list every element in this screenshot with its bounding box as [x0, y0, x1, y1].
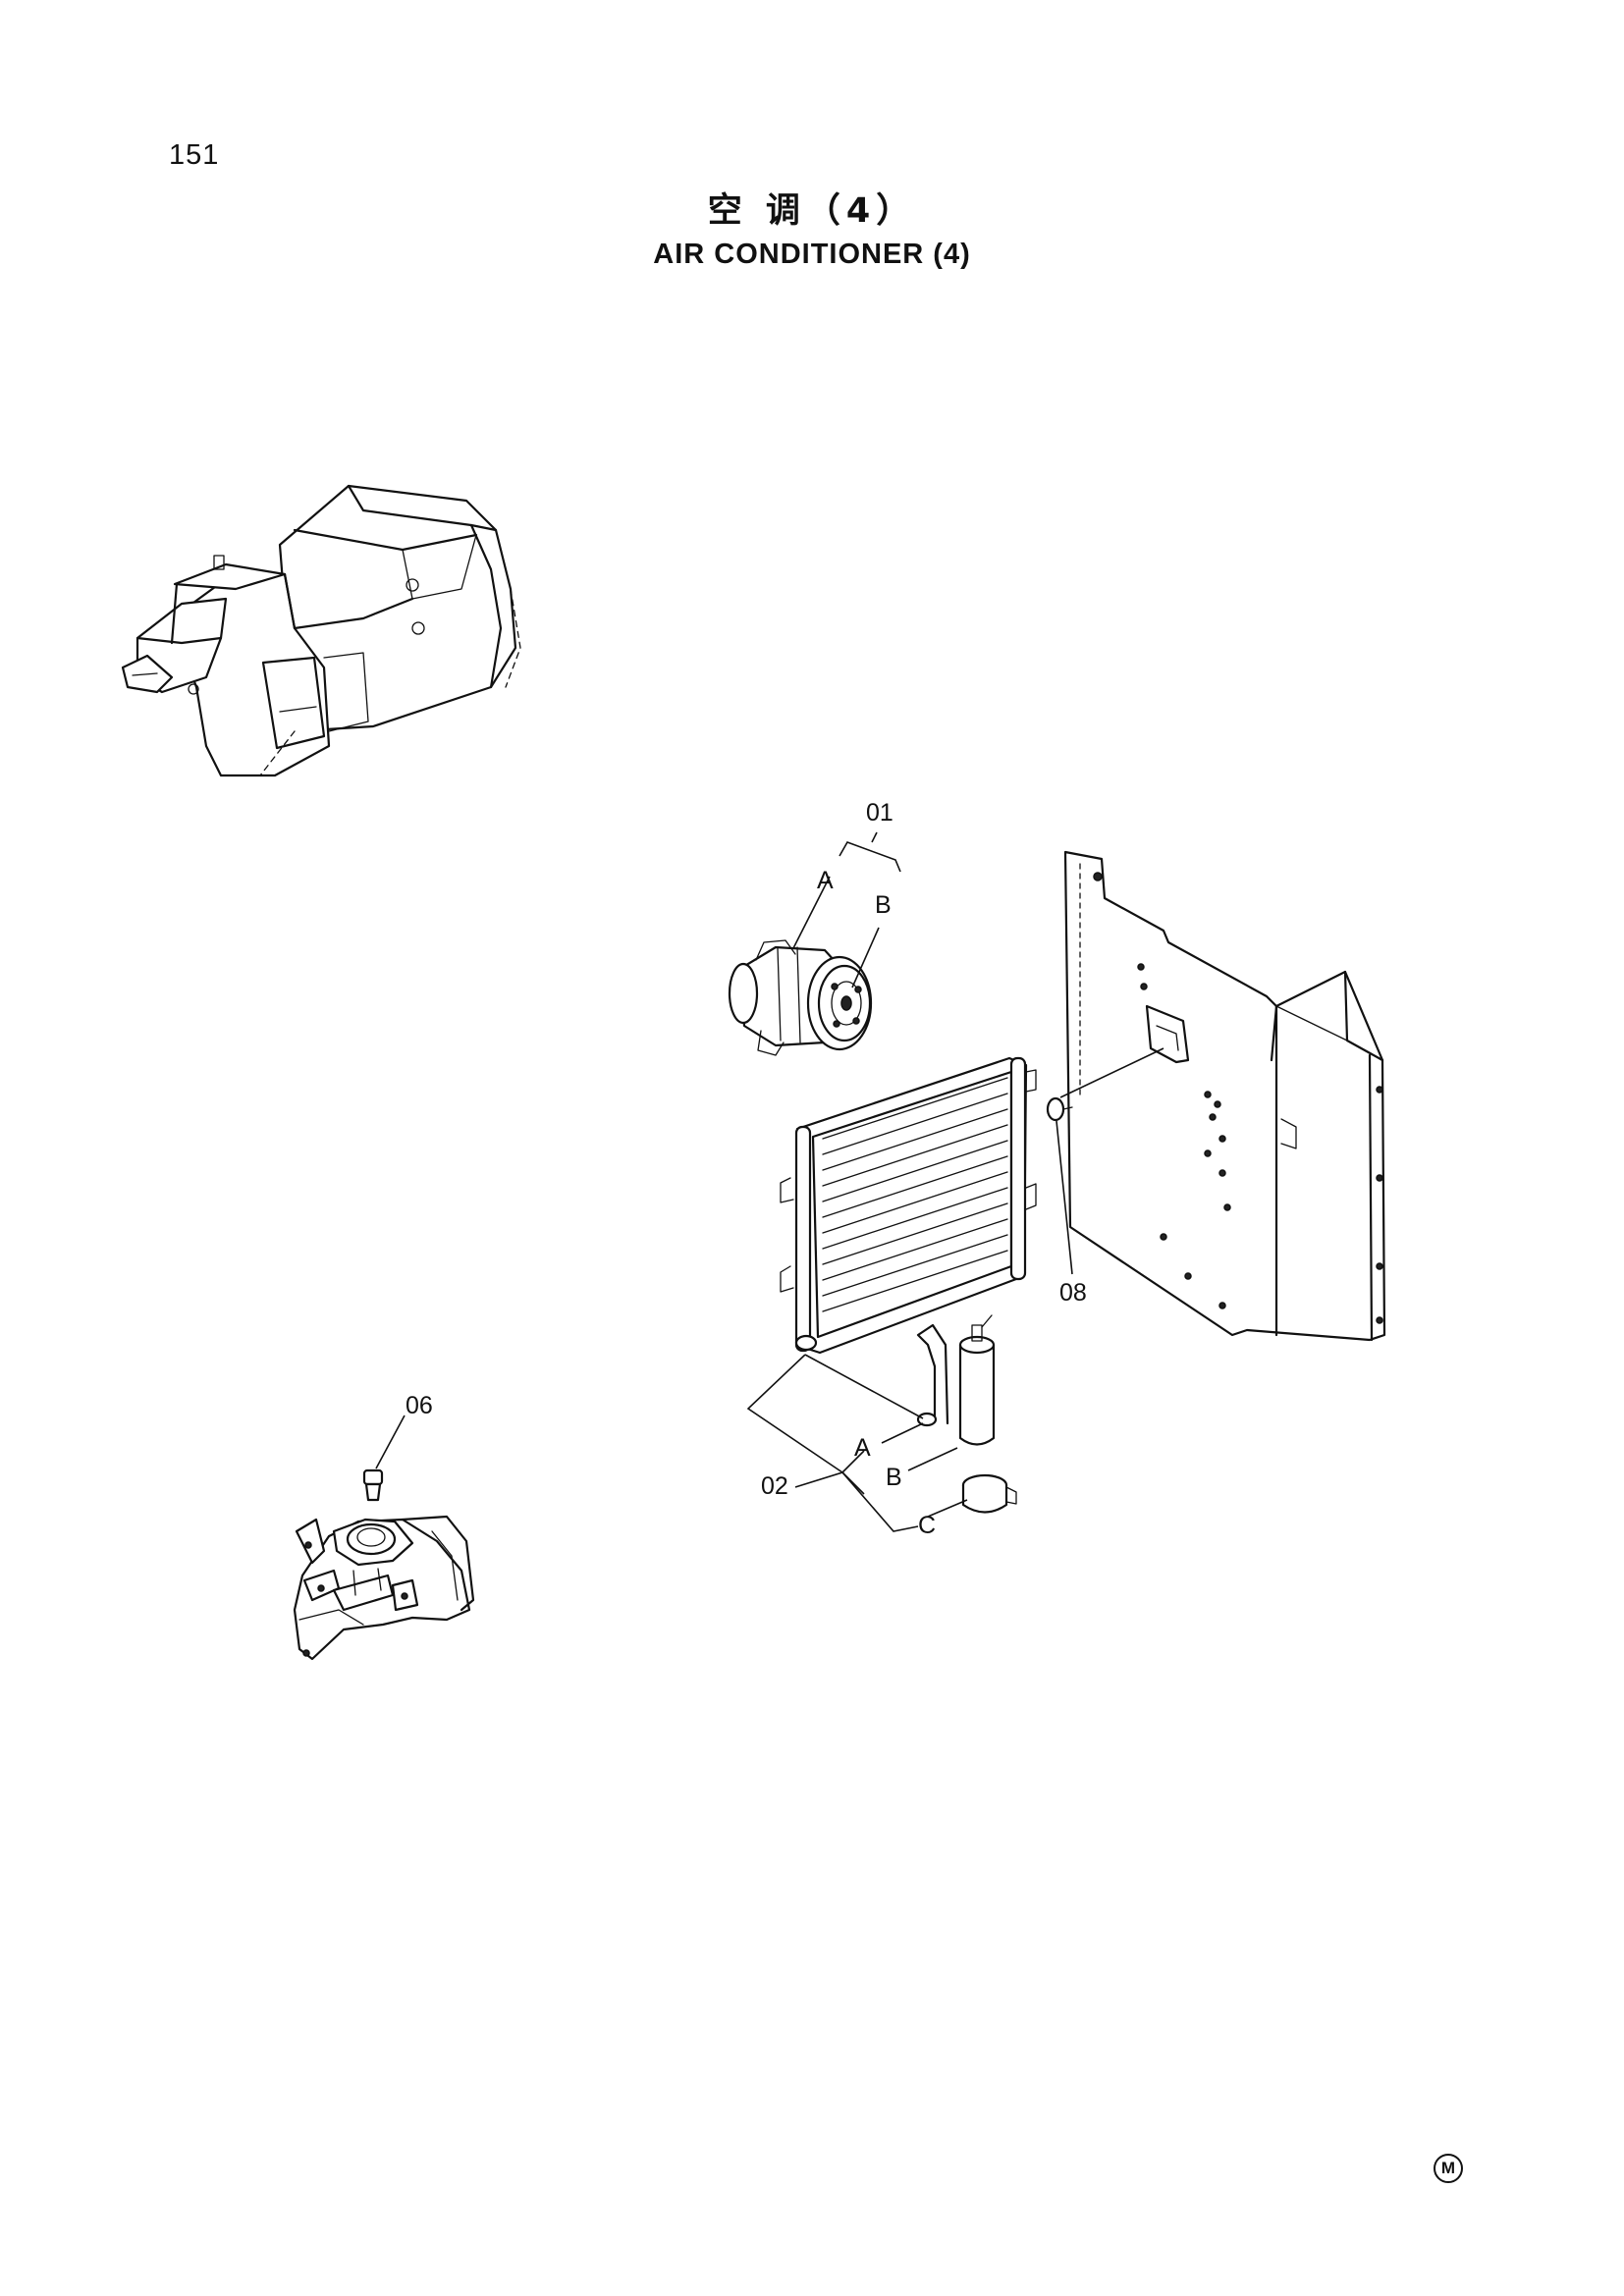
page-number: 151: [169, 139, 220, 171]
compressor-assembly: [728, 831, 901, 1056]
callout-02-b: B: [886, 1464, 902, 1491]
condenser-fins: [822, 1077, 1008, 1312]
condenser-assembly: [780, 1056, 1037, 1355]
receiver-drier-assembly: [746, 1314, 1017, 1532]
callout-02: 02: [761, 1472, 788, 1500]
callout-01-a: A: [817, 867, 834, 894]
callout-02-a: A: [854, 1434, 871, 1462]
manufacturer-mark: M: [1434, 2154, 1463, 2183]
machine-overview: [121, 484, 521, 777]
callout-02-c: C: [918, 1512, 936, 1539]
title-english: AIR CONDITIONER (4): [653, 239, 971, 270]
mount-bracket-assembly: [293, 1415, 475, 1661]
mounting-panel: [1046, 850, 1386, 1342]
callout-06: 06: [406, 1392, 433, 1419]
callout-08: 08: [1059, 1279, 1087, 1307]
title-chinese: 空 调（4）: [707, 191, 917, 231]
callout-01-b: B: [875, 891, 892, 919]
callout-01: 01: [866, 799, 893, 827]
